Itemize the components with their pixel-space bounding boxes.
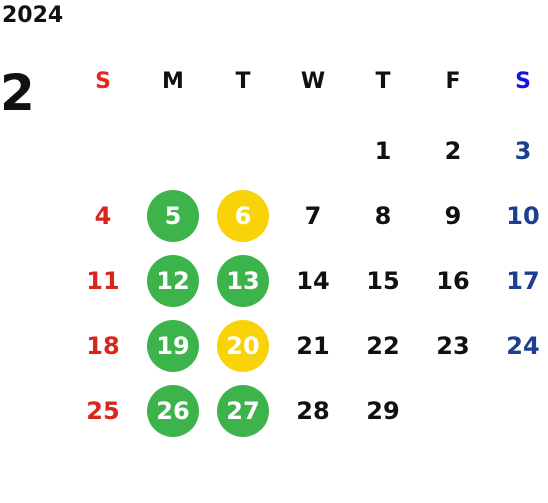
highlighted-day-number: 5	[147, 189, 199, 242]
day-number: 11	[86, 266, 120, 295]
day-cell[interactable]: 23	[418, 313, 488, 378]
day-cell[interactable]: 14	[278, 248, 348, 313]
calendar-month: 2	[0, 64, 35, 122]
day-cell[interactable]: 15	[348, 248, 418, 313]
day-number: 16	[436, 266, 470, 295]
day-cell[interactable]: 26	[138, 378, 208, 443]
weekday-header: T	[375, 69, 391, 94]
day-number: 7	[304, 201, 322, 230]
day-cell[interactable]: 19	[138, 313, 208, 378]
day-cell[interactable]: 11	[68, 248, 138, 313]
day-number: 17	[506, 266, 540, 295]
day-cell[interactable]: 4	[68, 183, 138, 248]
day-cell[interactable]: 2	[418, 118, 488, 183]
weekday-header: M	[162, 69, 184, 94]
highlighted-day-number: 26	[147, 384, 199, 437]
day-cell[interactable]: 13	[208, 248, 278, 313]
day-number: 28	[296, 396, 330, 425]
day-number: 1	[374, 136, 392, 165]
day-number: 8	[374, 201, 392, 230]
day-number: 29	[366, 396, 400, 425]
weekday-header: S	[95, 69, 111, 94]
day-cell[interactable]: 6	[208, 183, 278, 248]
day-cell[interactable]: 18	[68, 313, 138, 378]
day-cell[interactable]: 20	[208, 313, 278, 378]
weekday-header: S	[515, 69, 531, 94]
day-number: 3	[514, 136, 532, 165]
day-number: 4	[94, 201, 112, 230]
day-number: 2	[444, 136, 462, 165]
day-cell[interactable]: 9	[418, 183, 488, 248]
highlighted-day-number: 19	[147, 319, 199, 372]
day-number: 10	[506, 201, 540, 230]
highlighted-day-number: 13	[217, 254, 269, 307]
day-cell[interactable]: 17	[488, 248, 548, 313]
highlighted-day-number: 6	[217, 189, 269, 242]
weekday-header: F	[445, 69, 461, 94]
day-cell[interactable]: 27	[208, 378, 278, 443]
day-cell[interactable]: 21	[278, 313, 348, 378]
day-cell[interactable]: 10	[488, 183, 548, 248]
day-number: 22	[366, 331, 400, 360]
day-number: 15	[366, 266, 400, 295]
day-cell[interactable]: 22	[348, 313, 418, 378]
day-number: 23	[436, 331, 470, 360]
day-number: 25	[86, 396, 120, 425]
day-number: 18	[86, 331, 120, 360]
day-cell[interactable]: 5	[138, 183, 208, 248]
calendar-year: 2024	[2, 3, 64, 28]
day-number: 24	[506, 331, 540, 360]
day-cell[interactable]: 24	[488, 313, 548, 378]
highlighted-day-number: 12	[147, 254, 199, 307]
weekday-header: T	[235, 69, 251, 94]
day-cell[interactable]: 1	[348, 118, 418, 183]
day-cell[interactable]: 28	[278, 378, 348, 443]
highlighted-day-number: 20	[217, 319, 269, 372]
day-cell[interactable]: 12	[138, 248, 208, 313]
day-cell[interactable]: 25	[68, 378, 138, 443]
day-cell[interactable]: 16	[418, 248, 488, 313]
day-cell[interactable]: 8	[348, 183, 418, 248]
weekday-header: W	[300, 69, 326, 94]
day-cell[interactable]: 7	[278, 183, 348, 248]
day-cell[interactable]: 3	[488, 118, 548, 183]
day-number: 21	[296, 331, 330, 360]
highlighted-day-number: 27	[217, 384, 269, 437]
day-cell[interactable]: 29	[348, 378, 418, 443]
day-number: 14	[296, 266, 330, 295]
day-number: 9	[444, 201, 462, 230]
